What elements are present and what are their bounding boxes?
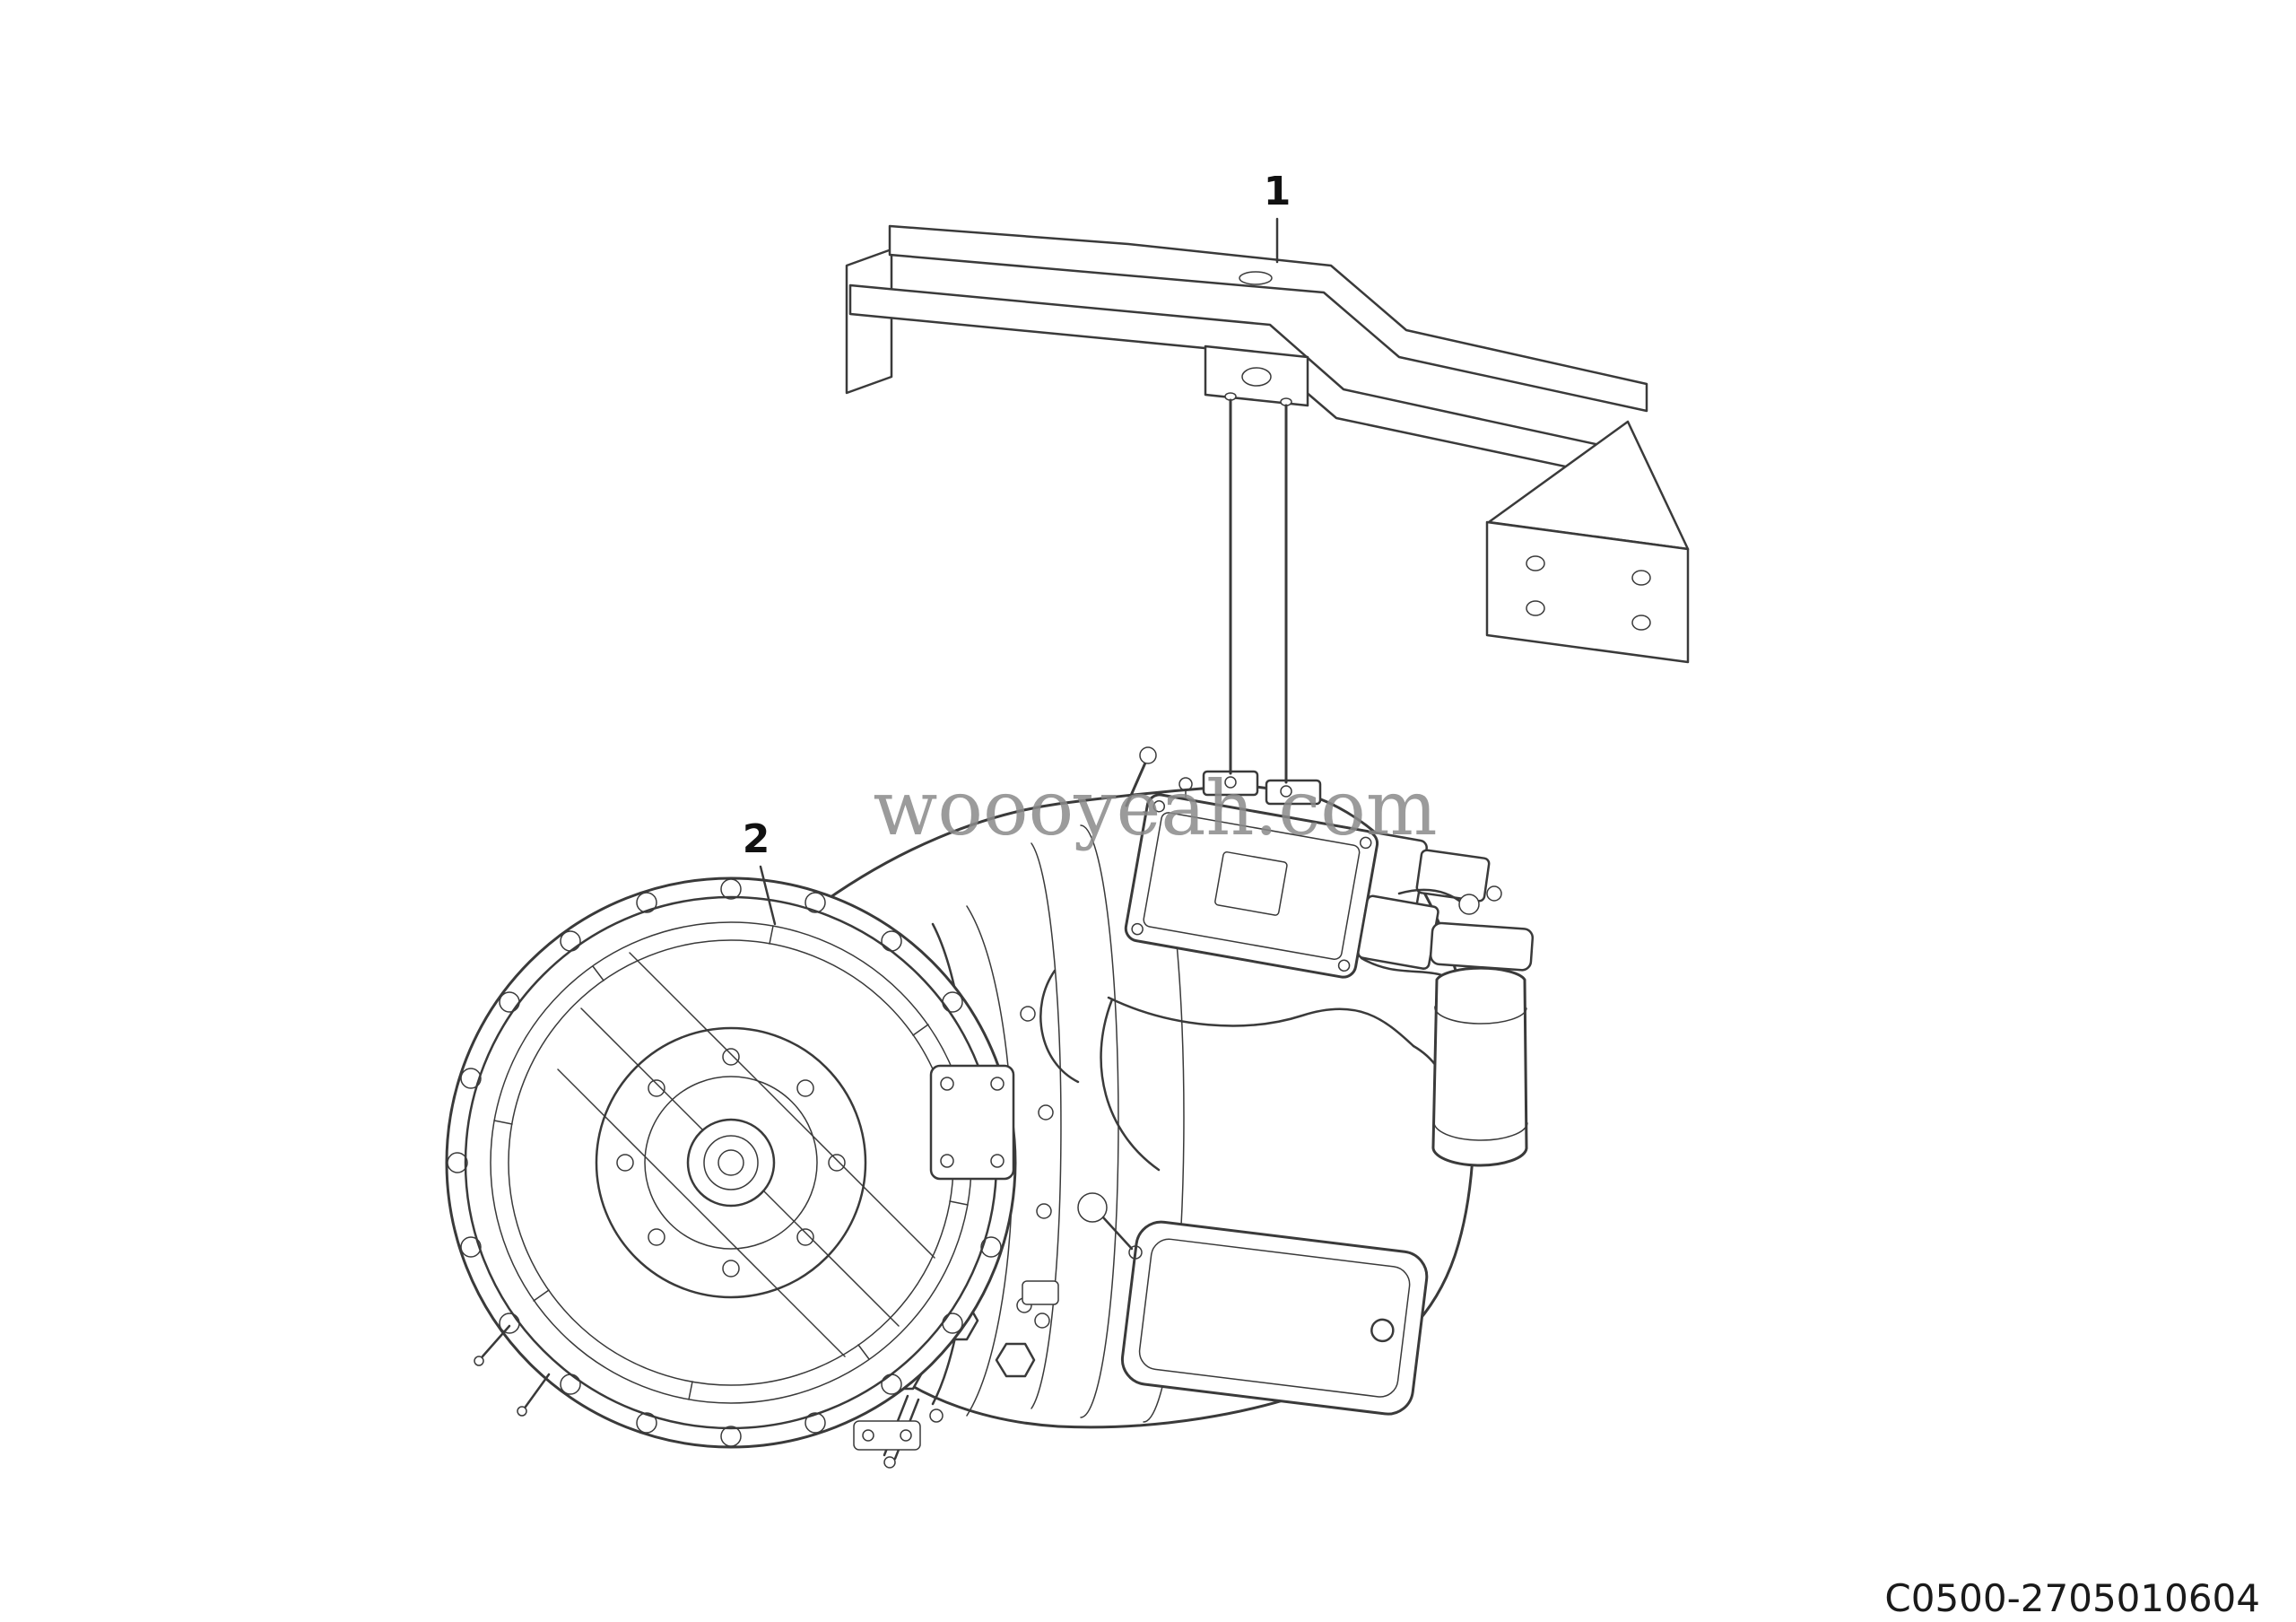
lower-bracket-bolt — [862, 1429, 874, 1442]
dipstick — [1125, 759, 1148, 807]
rim-stud-end — [517, 1406, 527, 1417]
callout-2-label: 2 — [743, 816, 770, 862]
end-plate-hole — [1526, 555, 1545, 571]
bracket-hanger-tab — [1204, 344, 1309, 407]
case-rib — [1031, 842, 1062, 1409]
shift-lever — [1101, 1216, 1134, 1251]
ecu-screw — [1152, 800, 1166, 813]
filter-fitting — [1486, 885, 1502, 902]
pto-bolt — [940, 1154, 954, 1168]
watermark: woooyeah.com — [874, 764, 1438, 852]
pto-bolt — [990, 1154, 1004, 1168]
canister-seam — [1434, 1006, 1527, 1025]
fitting-boss — [1034, 1312, 1050, 1329]
mount-hole — [1280, 785, 1292, 798]
rim-stud — [481, 1324, 511, 1358]
hub-mid — [703, 1135, 759, 1190]
pto-cover-plate — [929, 1064, 1015, 1181]
rim-stud-end — [474, 1356, 484, 1366]
mount-pad — [1265, 779, 1322, 806]
filter-head — [1429, 921, 1535, 972]
mounting-bracket-illustration — [845, 224, 1690, 664]
tube-end — [883, 1456, 896, 1469]
rim-stud — [524, 1373, 551, 1408]
dipstick-handle — [1139, 746, 1157, 764]
oil-pan-inner-line — [1138, 1238, 1411, 1398]
adapter-bolt — [1036, 1203, 1052, 1219]
ecu-screw — [1359, 836, 1372, 850]
hub-center — [718, 1149, 744, 1176]
hanger-studs-illustration — [1224, 392, 1292, 784]
pto-bolt — [990, 1077, 1004, 1091]
bracket-end-plate — [1485, 520, 1690, 664]
pto-cover-illustration — [929, 1064, 1015, 1181]
end-plate-hole — [1631, 570, 1651, 586]
canister-seam — [1433, 1121, 1528, 1141]
converter-bolt-ring — [616, 1048, 846, 1278]
case-rib — [1080, 824, 1119, 1418]
ecu-connector — [1357, 894, 1439, 970]
part-number: C0500-2705010604 — [1884, 1576, 2260, 1620]
callout-2-leader — [759, 865, 777, 926]
end-plate-hole — [1631, 615, 1651, 631]
hex-plug — [995, 1342, 1036, 1378]
harness-cable — [1039, 969, 1080, 1084]
face-line — [557, 1068, 846, 1357]
hub-outer — [686, 1118, 776, 1208]
bracket-left-flange — [845, 248, 893, 395]
callout-2: 2 — [743, 816, 777, 926]
pto-bolt — [940, 1077, 954, 1091]
bell-housing-illustration — [445, 876, 1017, 1449]
oil-pan-illustration — [1120, 1220, 1429, 1416]
control-module-illustration — [1124, 793, 1439, 979]
ecu-screw — [1131, 922, 1144, 936]
ecu-screw — [1337, 959, 1351, 972]
harness-cable — [1107, 996, 1415, 1048]
small-cylinder — [1022, 1280, 1059, 1305]
oil-filter-illustration — [1397, 849, 1535, 1167]
filter-canister — [1431, 966, 1528, 1167]
lower-bracket-bolt — [900, 1429, 912, 1442]
fitting-boss — [929, 1408, 944, 1423]
face-line — [629, 952, 935, 1259]
adapter-bolt — [1038, 1104, 1054, 1121]
housing-radial-ticks — [493, 925, 969, 1400]
harness-cable — [1100, 998, 1161, 1172]
filter-bracket — [1415, 849, 1491, 903]
callout-1: 1 — [1264, 169, 1292, 264]
converter-cover — [595, 1026, 867, 1299]
shift-lever-pivot — [1077, 1192, 1108, 1223]
bracket-upper-rail — [888, 224, 1648, 413]
end-plate-hole — [1526, 600, 1545, 616]
hanger-tab-hole — [1241, 367, 1272, 387]
ecu-face — [1143, 812, 1361, 960]
filter-fitting — [1458, 894, 1480, 915]
converter-ring — [644, 1076, 818, 1250]
adapter-bolt — [1020, 1006, 1036, 1022]
mount-hole — [1224, 776, 1237, 789]
bracket-rail-slot — [1239, 271, 1273, 285]
shift-lever-end — [1128, 1245, 1143, 1260]
lower-bracket — [853, 1420, 921, 1451]
ecu-label-plate — [1214, 850, 1288, 916]
callout-1-label: 1 — [1264, 169, 1292, 214]
drain-plug — [1370, 1318, 1395, 1343]
oil-pan-body — [1120, 1220, 1429, 1416]
